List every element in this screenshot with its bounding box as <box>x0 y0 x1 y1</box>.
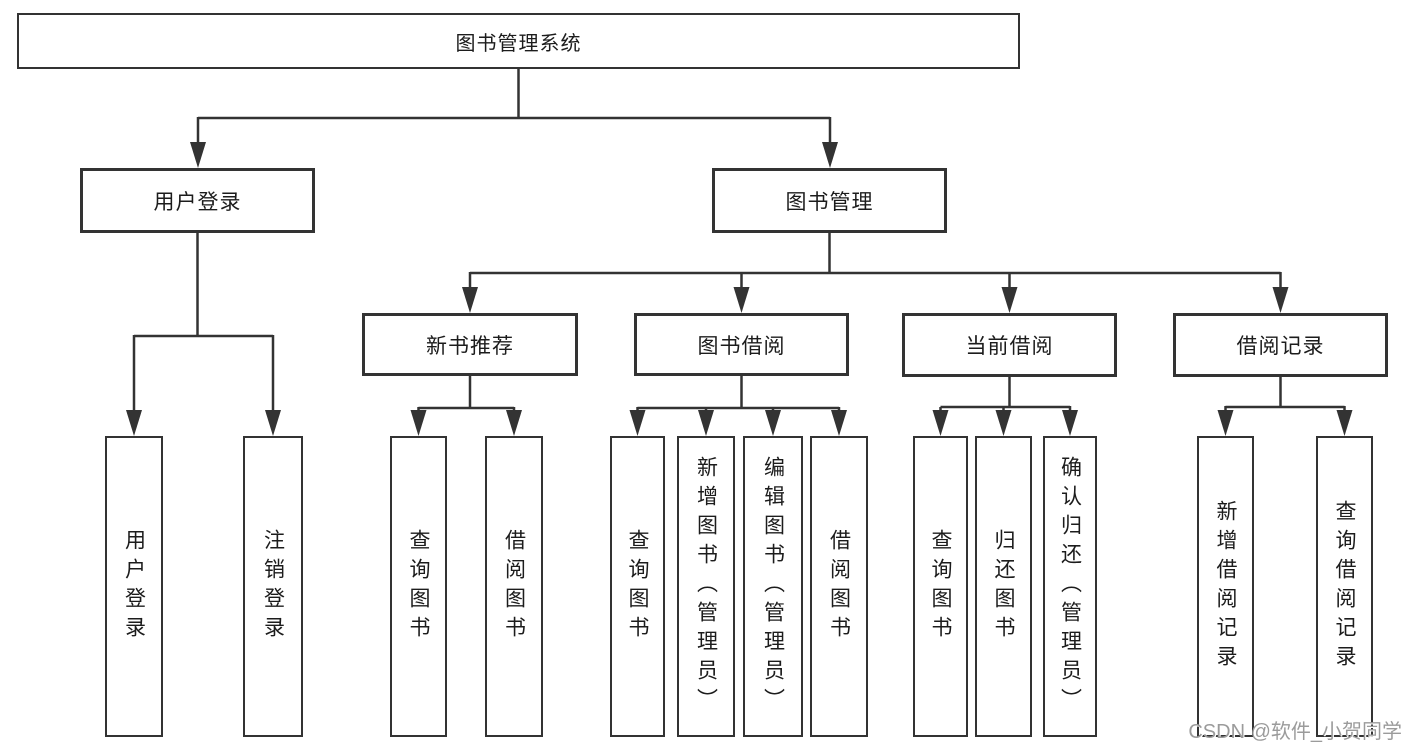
arrowhead-icons <box>126 142 1353 436</box>
leaf-borrow-books-recommend-label: 借阅图书 <box>502 528 526 645</box>
leaf-query-borrow-record-label: 查询借阅记录 <box>1333 499 1356 674</box>
node-borrowing-records: 借阅记录 <box>1173 313 1388 377</box>
node-book-management: 图书管理 <box>712 168 947 233</box>
leaf-logout: 注销登录 <box>243 436 303 737</box>
leaf-edit-books-admin-label: 编辑图书（管理员） <box>761 456 785 717</box>
node-new-book-recommendation-label: 新书推荐 <box>426 334 514 358</box>
leaf-query-books-borrowing-label: 查询图书 <box>626 528 649 645</box>
node-user-login: 用户登录 <box>80 168 315 233</box>
leaf-borrow-books: 借阅图书 <box>810 436 868 737</box>
leaf-add-borrow-record-label: 新增借阅记录 <box>1214 499 1237 674</box>
node-current-borrowing-label: 当前借阅 <box>965 335 1054 358</box>
leaf-user-login: 用户登录 <box>105 436 163 737</box>
leaf-query-borrow-record: 查询借阅记录 <box>1316 436 1373 737</box>
node-borrowing-records-label: 借阅记录 <box>1236 335 1325 358</box>
leaf-confirm-return-admin-label: 确认归还（管理员） <box>1058 456 1082 717</box>
leaf-borrow-books-label: 借阅图书 <box>827 528 851 645</box>
root-node-label: 图书管理系统 <box>455 32 582 55</box>
csdn-watermark: CSDN @软件_小贺同学 <box>1188 721 1402 743</box>
leaf-add-books-admin-label: 新增图书（管理员） <box>694 456 718 717</box>
node-book-management-label: 图书管理 <box>785 190 874 214</box>
leaf-borrow-books-recommend: 借阅图书 <box>485 436 543 737</box>
root-node-library-system: 图书管理系统 <box>17 13 1020 69</box>
node-new-book-recommendation: 新书推荐 <box>362 313 578 376</box>
leaf-query-books-current-label: 查询图书 <box>929 528 952 645</box>
node-user-login-label: 用户登录 <box>153 190 242 214</box>
leaf-return-books: 归还图书 <box>975 436 1032 737</box>
leaf-logout-label: 注销登录 <box>261 528 285 645</box>
leaf-query-books-recommend-label: 查询图书 <box>407 528 430 645</box>
leaf-return-books-label: 归还图书 <box>992 528 1015 645</box>
leaf-query-books-borrowing: 查询图书 <box>610 436 665 737</box>
leaf-add-borrow-record: 新增借阅记录 <box>1197 436 1254 737</box>
leaf-user-login-label: 用户登录 <box>122 528 146 645</box>
leaf-confirm-return-admin: 确认归还（管理员） <box>1043 436 1097 737</box>
leaf-query-books-recommend: 查询图书 <box>390 436 447 737</box>
leaf-query-books-current: 查询图书 <box>913 436 968 737</box>
leaf-add-books-admin: 新增图书（管理员） <box>677 436 735 737</box>
leaf-edit-books-admin: 编辑图书（管理员） <box>743 436 803 737</box>
elbow-connectors <box>132 69 1346 420</box>
node-book-borrowing-label: 图书借阅 <box>697 334 786 358</box>
node-book-borrowing: 图书借阅 <box>634 313 849 376</box>
node-current-borrowing: 当前借阅 <box>902 313 1117 377</box>
